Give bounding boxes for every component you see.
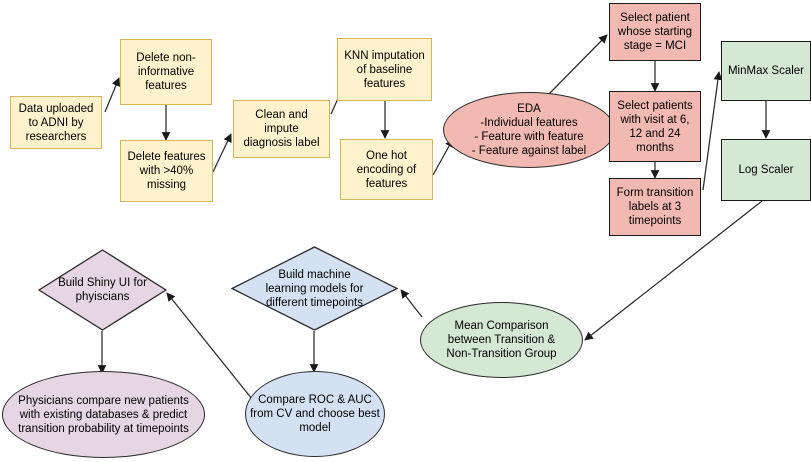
node-one-hot-encoding[interactable]: One hot encoding of features [340,139,433,200]
node-label: Mean Comparison between Transition & Non… [446,320,557,360]
node-knn-imputation[interactable]: KNN imputation of baseline features [337,38,432,101]
node-label: Build Shiny UI for phyiscians [58,277,147,303]
node-label: KNN imputation of baseline features [344,49,425,90]
node-label: Form transition labels at 3 timepoints [616,187,694,227]
node-eda[interactable]: EDA -Individual features - Feature with … [443,92,615,168]
node-label: Delete features with >40% missing [127,151,206,191]
node-label: MinMax Scaler [727,65,805,77]
node-form-transition-labels[interactable]: Form transition labels at 3 timepoints [609,178,701,236]
node-minmax-scaler[interactable]: MinMax Scaler [721,41,811,101]
node-build-ml-models[interactable]: Build machine learning models for differ… [231,246,398,331]
edge-data-to-delete-noninformative [104,77,121,113]
node-label: Delete non- informative features [136,52,196,92]
node-delete-noninformative[interactable]: Delete non- informative features [120,39,212,105]
node-label: Physicians compare new patients with exi… [18,394,189,435]
node-label: Select patients with visit at 6, 12 and … [617,99,693,154]
node-label: Log Scaler [738,164,794,176]
node-select-patients-visit[interactable]: Select patients with visit at 6, 12 and … [609,91,701,162]
edge-delete-missing-to-clean-impute [212,133,232,173]
node-mean-comparison[interactable]: Mean Comparison between Transition & Non… [420,302,583,378]
node-build-shiny-ui[interactable]: Build Shiny UI for phyiscians [38,249,167,331]
edge-form-labels-to-minmax [702,71,723,191]
node-physicians-compare[interactable]: Physicians compare new patients with exi… [2,371,205,458]
edge-eda-to-select-patient-mci [547,34,608,96]
node-label: One hot encoding of features [356,149,417,190]
node-label: Clean and impute diagnosis label [243,109,320,149]
edge-mean-comparison-to-build-models [400,289,423,318]
node-label: Select patient whose starting stage = MC… [617,12,693,52]
node-data-uploaded[interactable]: Data uploaded to ADNI by researchers [10,96,102,149]
node-label: EDA -Individual features - Feature with … [471,103,587,157]
node-label: Data uploaded to ADNI by researchers [18,102,94,143]
node-label: Compare ROC & AUC from CV and choose bes… [250,394,380,434]
node-compare-roc-auc[interactable]: Compare ROC & AUC from CV and choose bes… [245,371,385,457]
node-select-patient-mci[interactable]: Select patient whose starting stage = MC… [609,3,701,61]
node-log-scaler[interactable]: Log Scaler [721,139,811,201]
node-delete-missing[interactable]: Delete features with >40% missing [120,140,213,202]
node-label: Build machine learning models for differ… [265,268,364,309]
node-clean-impute[interactable]: Clean and impute diagnosis label [233,100,330,158]
